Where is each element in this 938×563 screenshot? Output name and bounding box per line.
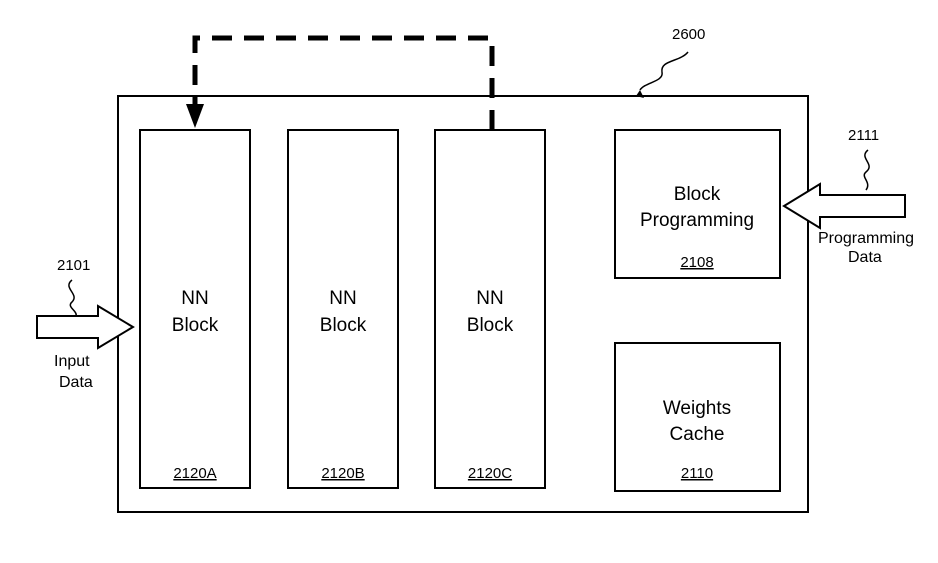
input-ref-leader [68, 279, 77, 317]
input-data-arrow [36, 304, 135, 350]
block-programming-2108: Block Programming 2108 [614, 129, 781, 279]
weights-cache-line1: Weights [663, 398, 731, 419]
weights-cache-line2: Cache [670, 424, 725, 445]
nn-block-2120a-line2: Block [172, 315, 219, 336]
chip-ref-leader-tip [636, 90, 644, 98]
programming-ref-label: 2111 [848, 127, 879, 144]
nn-block-2120c-ref: 2120C [468, 465, 512, 482]
nn-block-2120a: NN Block 2120A [139, 129, 251, 489]
nn-block-2120a-ref: 2120A [173, 465, 216, 482]
nn-block-2120b: NN Block 2120B [287, 129, 399, 489]
programming-data-label-line1: Programming [818, 230, 914, 247]
nn-block-2120c: NN Block 2120C [434, 129, 546, 489]
chip-ref-label: 2600 [672, 26, 705, 43]
chip-boundary [117, 95, 809, 513]
input-data-label-line2: Data [59, 374, 93, 391]
nn-block-2120a-line1: NN [181, 288, 208, 309]
nn-block-2120c-line2: Block [467, 315, 514, 336]
weights-cache-ref: 2110 [681, 465, 713, 482]
nn-block-2120b-line1: NN [329, 288, 356, 309]
chip-ref-leader [639, 51, 689, 91]
block-programming-ref: 2108 [680, 254, 713, 271]
programming-data-label-line2: Data [848, 249, 882, 266]
nn-block-2120b-ref: 2120B [321, 465, 364, 482]
input-data-label-line1: Input [54, 353, 90, 370]
weights-cache-2110: Weights Cache 2110 [614, 342, 781, 492]
block-programming-line2: Programming [640, 210, 754, 231]
input-ref-label: 2101 [57, 257, 90, 274]
nn-block-2120b-line2: Block [320, 315, 367, 336]
feedback-arrow-head [186, 104, 204, 128]
programming-data-arrow [782, 182, 906, 230]
nn-block-2120c-line1: NN [476, 288, 503, 309]
programming-ref-leader [863, 149, 870, 191]
feedback-dashed-path [192, 35, 495, 130]
block-programming-line1: Block [674, 184, 721, 205]
